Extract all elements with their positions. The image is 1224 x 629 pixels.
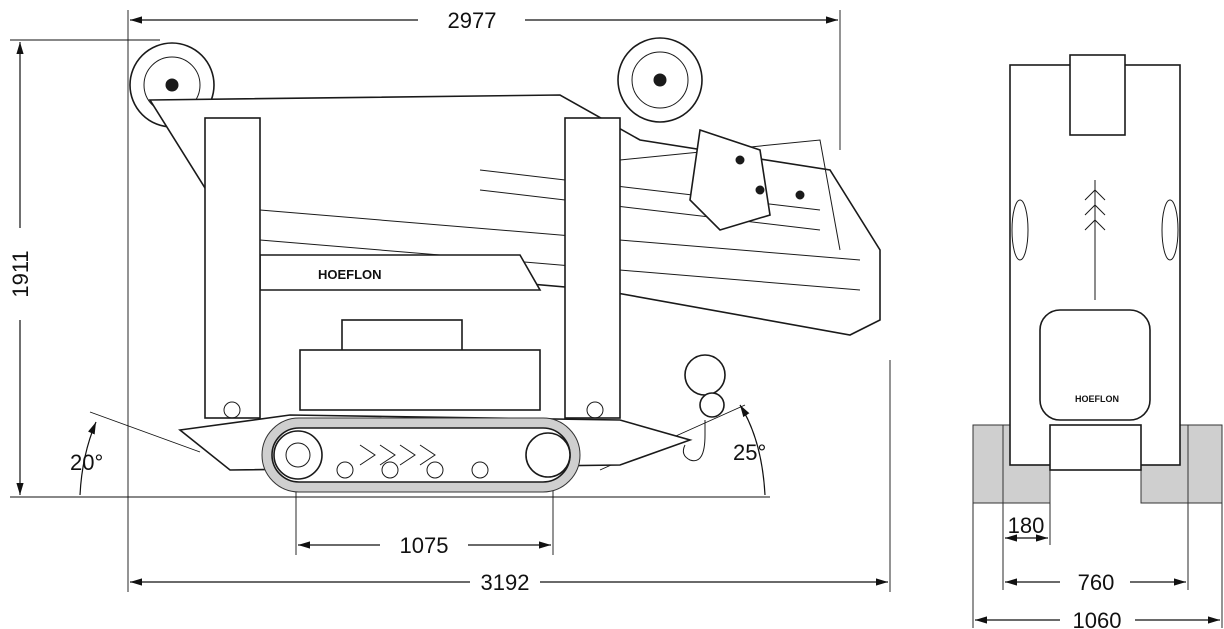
outrigger-wheel-right-axle (653, 73, 667, 87)
dim-label-180: 180 (1008, 513, 1045, 538)
drive-sprocket-hub (285, 442, 311, 468)
roller-2 (381, 461, 399, 479)
frame-upright-right (564, 117, 621, 419)
boom-tip-plate (619, 139, 841, 251)
dim-label-1060: 1060 (1073, 608, 1122, 629)
front-engine-cover (1039, 309, 1151, 421)
drive-sprocket (273, 430, 323, 480)
bolt-1 (735, 155, 745, 165)
front-chevrons (1084, 189, 1106, 231)
boom-edge-2 (259, 239, 861, 291)
roller-3 (426, 461, 444, 479)
dim-label-1911: 1911 (8, 250, 33, 297)
frame-upright-left (204, 117, 261, 419)
angle-label-front: 20° (70, 450, 103, 475)
crane-side-illustration: HOEFLON (129, 37, 881, 493)
track-chevrons (359, 444, 436, 466)
angle-line-front (89, 411, 201, 453)
idler-wheel (525, 432, 571, 478)
crane-front-illustration: HOEFLON (972, 54, 1223, 504)
pivot-right (586, 401, 604, 419)
front-outrigger-right (1161, 199, 1179, 261)
boom-logo-panel (259, 254, 542, 291)
front-winch-housing (1069, 54, 1126, 136)
side-view: 2977 1911 3192 1075 20° 25° (8, 8, 891, 595)
outrigger-wheel-left-axle (165, 78, 179, 92)
dim-label-3192: 3192 (481, 570, 530, 595)
roller-4 (471, 461, 489, 479)
angle-label-rear: 25° (733, 440, 766, 465)
boom-edge-1 (259, 209, 861, 261)
bolt-3 (795, 190, 805, 200)
front-outrigger-left (1011, 199, 1029, 261)
crane-hook (682, 420, 706, 462)
pivot-left (223, 401, 241, 419)
front-track-outer-left (972, 424, 1004, 504)
boom-edge-4 (479, 189, 821, 231)
front-track-outer-right (1187, 424, 1223, 504)
angle-arc-front (79, 421, 97, 496)
angle-arc-rear (739, 404, 766, 496)
center-frame (299, 349, 541, 411)
dim-label-2977: 2977 (448, 8, 497, 33)
front-chassis (1049, 424, 1142, 471)
roller-1 (336, 461, 354, 479)
dim-label-1075: 1075 (400, 533, 449, 558)
hook-pulley (699, 392, 725, 418)
dim-label-760: 760 (1078, 570, 1115, 595)
front-brand-logo: HOEFLON (1075, 394, 1119, 404)
side-brand-logo: HOEFLON (318, 267, 382, 282)
boom-tip-bracket (689, 128, 771, 231)
bolt-2 (755, 185, 765, 195)
front-view: 180 760 1060 HOEFLON (972, 54, 1223, 629)
outrigger-wheel-right-hub (631, 51, 689, 109)
hook-block (684, 354, 726, 396)
